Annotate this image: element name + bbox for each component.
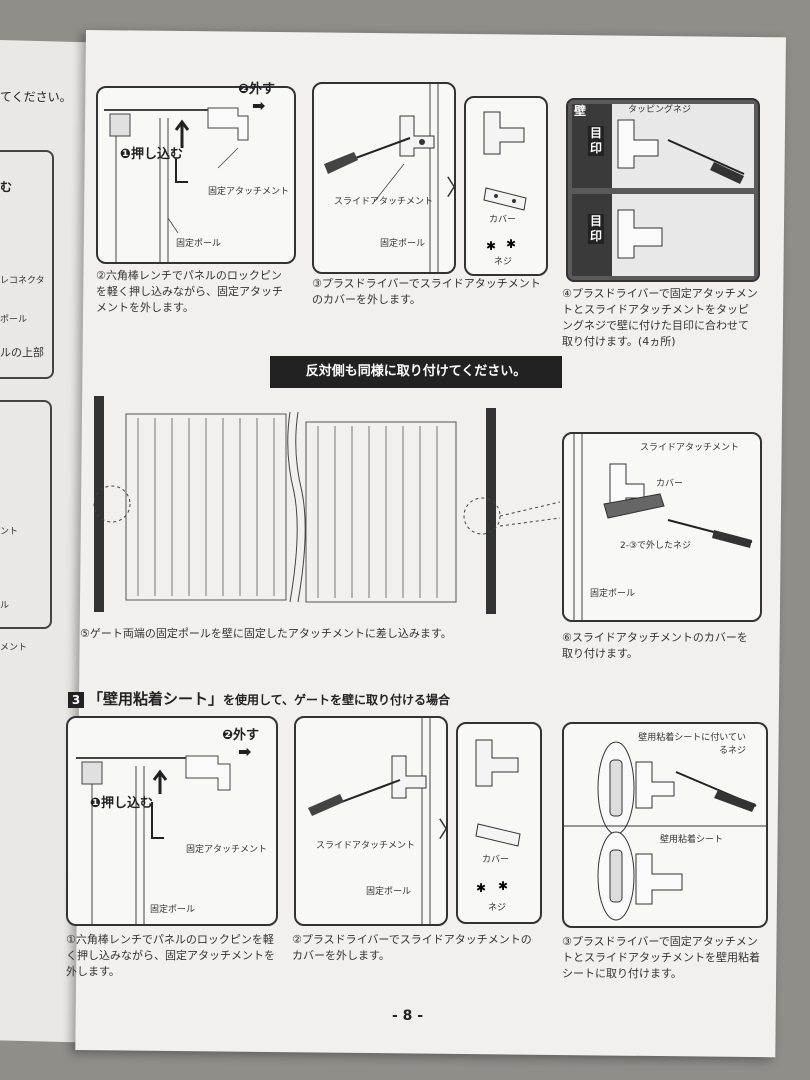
label-tapping-screw: タッピングネジ [628, 105, 692, 115]
section-3-heading: 3「壁用粘着シート」を使用して、ゲートを壁に取り付ける場合 [68, 688, 450, 709]
label-fixed-pole-3: 固定ポール [590, 589, 636, 599]
label-screw-2: ネジ [488, 903, 507, 913]
label-fixed-attachment: 固定アタッチメント [208, 187, 290, 197]
label-mark-2: 目印 [588, 214, 604, 244]
left-page-fragment-8: メント [0, 643, 28, 653]
label-fixed-attachment-2: 固定アタッチメント [186, 845, 268, 855]
top-panel-parts: ✱✱ [464, 96, 548, 276]
gate-pole-illustration [104, 107, 249, 262]
label-reused-screw: 2-③で外したネジ [620, 541, 692, 551]
caption-bottom-step-3: ③プラスドライバーで固定アタッチメントとスライドアタッチメントを壁用粘着シートに… [562, 935, 760, 980]
label-slide-attachment-2: スライドアタッチメント [640, 443, 740, 453]
section-title: 「壁用粘着シート」 [88, 690, 224, 708]
middle-panel-attach-cover [562, 432, 762, 622]
left-page-box-1 [0, 150, 54, 379]
caption-bottom-step-2: ②プラスドライバーでスライドアタッチメントのカバーを外します。 [292, 933, 532, 962]
caption-step-4: ④プラスドライバーで固定アタッチメントとスライドアタッチメントをタッピングネジで… [562, 287, 758, 348]
repeat-other-side-banner: 反対側も同様に取り付けてください。 [270, 356, 562, 388]
step-remove-label-2: ❷外す [222, 728, 260, 743]
parts-illustration-2: ✱✱ [475, 739, 521, 895]
caption-bottom-step-1: ①六角棒レンチでパネルのロックピンを軽く押し込みながら、固定アタッチメントを外し… [66, 933, 275, 978]
svg-text:✱: ✱ [506, 237, 516, 251]
left-page-fragment-6: ント [0, 527, 19, 537]
step-remove-label: ❷外す [238, 82, 276, 97]
slide-attachment-illustration-2 [308, 718, 431, 924]
label-cover-3: カバー [482, 855, 510, 865]
step-push-label-2: ❶押し込む [90, 796, 154, 811]
caption-step-5: ⑤ゲート両端の固定ポールを壁に固定したアタッチメントに差し込みます。 [80, 627, 452, 640]
left-page-fragment-2: む [0, 180, 13, 194]
label-fixed-pole-5: 固定ポール [366, 887, 412, 897]
bottom-panel-adhesive-sheet [562, 722, 768, 928]
label-cover: カバー [489, 215, 517, 225]
label-sheet-screw: 壁用粘着シートに付いているネジ [638, 733, 746, 756]
caption-step-3: ③プラスドライバーでスライドアタッチメントのカバーを外します。 [312, 277, 541, 306]
cover-attach-illustration [573, 434, 753, 620]
label-adhesive-sheet: 壁用粘着シート [660, 835, 724, 845]
left-page-box-2 [0, 400, 52, 629]
svg-text:✱: ✱ [498, 879, 508, 893]
caption-step-2: ②六角棒レンチでパネルのロックピンを軽く押し込みながら、固定アタッチメントを外し… [96, 269, 283, 314]
label-slide-attachment: スライドアタッチメント [334, 197, 434, 207]
label-wall: 壁 [574, 104, 587, 118]
bottom-panel-parts: ✱✱ [456, 722, 542, 924]
chevron-right-icon: 〉 [446, 176, 469, 201]
left-page-fragment-3: レコネクタ [0, 276, 45, 286]
label-fixed-pole-4: 固定ポール [150, 905, 196, 915]
label-slide-attachment-3: スライドアタッチメント [316, 841, 416, 851]
bottom-panel-remove-cover [294, 716, 448, 926]
section-number: 3 [68, 692, 84, 708]
svg-text:✱: ✱ [486, 239, 496, 253]
top-panel-remove-cover [312, 82, 456, 274]
adhesive-sheet-illustration [564, 741, 766, 921]
slide-attachment-illustration [324, 84, 439, 272]
label-fixed-pole-2: 固定ポール [380, 239, 426, 249]
gate-illustration [93, 396, 561, 614]
label-fixed-pole: 固定ポール [176, 239, 222, 249]
gate-pole-illustration-2 [76, 755, 231, 924]
chevron-right-icon-2: 〉 [438, 818, 461, 843]
label-screw: ネジ [494, 257, 513, 267]
section-subtitle: を使用して、ゲートを壁に取り付ける場合 [223, 693, 451, 707]
bottom-panel-remove-attachment [66, 716, 278, 926]
right-arrow-icon: ➡ [252, 96, 266, 115]
left-page-fragment-4: ポール [0, 315, 28, 325]
left-page-fragment-7: ル [0, 601, 10, 611]
step-push-label: ❶押し込む [120, 147, 184, 162]
top-panel-remove-attachment [96, 86, 296, 264]
right-arrow-icon-2: ➡ [238, 742, 252, 761]
label-mark-1: 目印 [588, 126, 604, 156]
left-page-fragment-5: ルの上部 [0, 346, 44, 359]
label-cover-2: カバー [656, 479, 684, 489]
parts-illustration: ✱✱ [483, 111, 527, 253]
left-page-fragment-1: てください。 [0, 90, 72, 104]
svg-text:✱: ✱ [476, 881, 486, 895]
page-number: - 8 - [392, 1008, 424, 1024]
caption-step-6: ⑥スライドアタッチメントのカバーを取り付けます。 [562, 631, 748, 660]
